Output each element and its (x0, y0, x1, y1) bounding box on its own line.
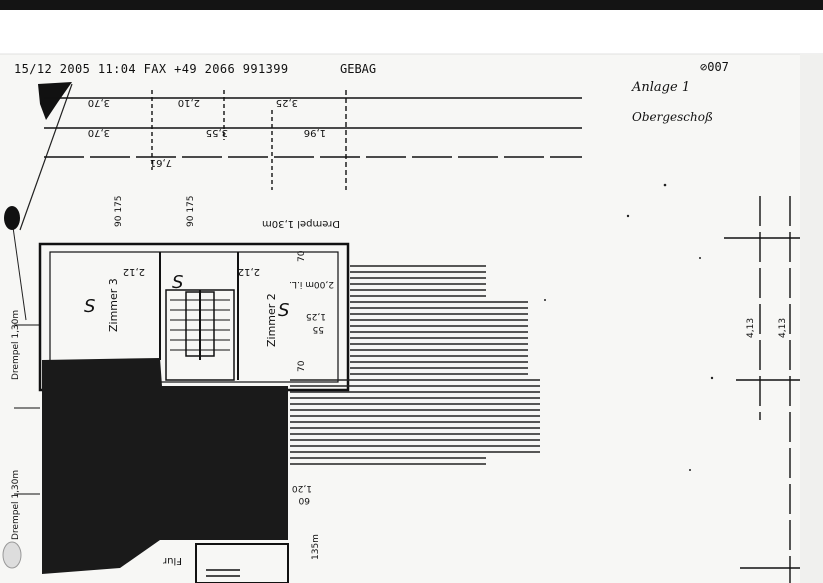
drempel-left-label: Drempel 1,30m (11, 310, 21, 380)
dim-mid-2: 3,55 (206, 127, 228, 138)
fax-header: 15/12 2005 11:04 FAX +49 2066 991399 GEB… (0, 58, 823, 80)
dim-right-1: 4,13 (746, 318, 756, 338)
dim-mid-1: 3,70 (88, 127, 110, 138)
dim-right-2: 4,13 (778, 318, 788, 338)
window-1-label: 90 175 (114, 196, 124, 228)
dim-top-1: 3,70 (88, 97, 110, 108)
page-right-edge (800, 54, 823, 583)
dim-low-1: 7,61 (150, 157, 172, 168)
dim-misc-2: 55 (313, 324, 324, 334)
roof-hatch (290, 265, 540, 465)
room-2-label: Zimmer 2 (265, 293, 278, 347)
right-side-dimensions (724, 196, 800, 583)
drempel-top-label: Drempel 1,30m (262, 218, 340, 229)
dim-misc-3: 70 (297, 250, 307, 262)
room-3-label: Zimmer 3 (107, 278, 120, 332)
fax-sender: GEBAG (340, 62, 377, 76)
dark-shaded-area (42, 358, 288, 574)
stair-lines (170, 290, 230, 360)
hall-area: Flur 135m 1,20 60 (162, 483, 321, 583)
dim-mid-3: 1,96 (304, 127, 326, 138)
room-labels: Zimmer 3 Zimmer 2 2,12 2,12 2,00m i.L. 1… (84, 250, 334, 372)
room-2-height: 2,12 (238, 266, 260, 277)
punch-hole-top (4, 206, 20, 230)
scanner-top-edge (0, 0, 823, 10)
page-stamp-icon: ⊘ (700, 60, 708, 74)
attachment-label: Anlage 1 (632, 80, 691, 95)
dim-misc-6: 60 (298, 495, 310, 505)
room-2-clear-height: 2,00m i.L. (289, 279, 334, 289)
fax-datetime-line: 15/12 2005 11:04 FAX +49 2066 991399 (14, 62, 289, 76)
fax-page-number: ⊘007 (700, 60, 729, 74)
dim-misc-4: 70 (297, 360, 307, 372)
height-135m-label: 135m (311, 534, 321, 560)
drempel-left-lower-label: Drempel 1,30m (11, 470, 21, 540)
hall-label: Flur (162, 555, 182, 566)
punch-hole-bottom (2, 541, 22, 569)
dim-top-3: 3,25 (276, 97, 298, 108)
window-marks: 90 175 90 175 Drempel 1,30m (114, 196, 340, 230)
dim-misc-1: 1,25 (306, 311, 326, 321)
room-mark-s1: S (84, 296, 95, 317)
left-side-annotations: Drempel 1,30m Drempel 1,30m (11, 310, 40, 540)
corner-mark (38, 82, 72, 120)
room-mark-s2: S (172, 272, 183, 293)
top-dimension-values: 3,70 2,10 3,25 3,70 3,55 1,96 7,61 (88, 97, 326, 168)
top-dimension-lines (44, 90, 582, 190)
dim-top-2: 2,10 (178, 97, 200, 108)
room-3-height: 2,12 (123, 266, 145, 277)
window-2-label: 90 175 (186, 196, 196, 228)
scan-margin (0, 10, 823, 54)
floor-label: Obergeschoß (632, 110, 713, 124)
scan-noise (544, 183, 714, 471)
room-mark-s3: S (278, 300, 289, 321)
dim-misc-5: 1,20 (292, 483, 312, 493)
